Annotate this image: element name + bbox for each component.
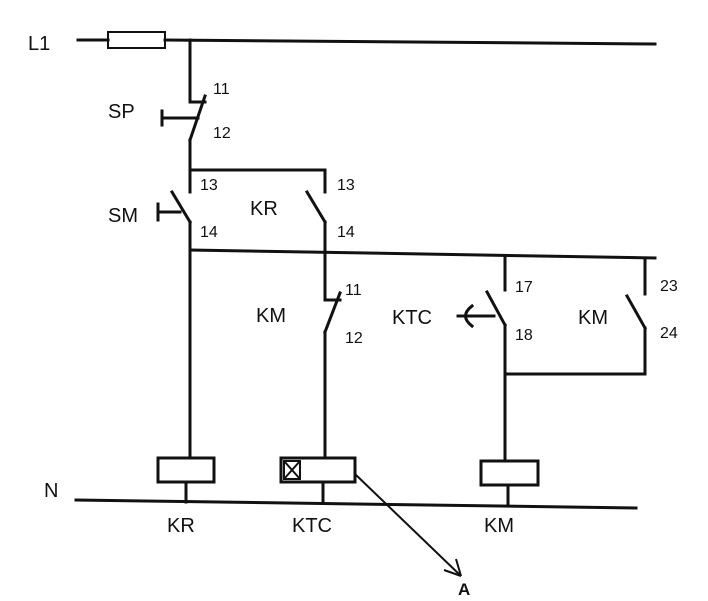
km-nc-terminal-12: 12 [345, 330, 363, 347]
start-pushbutton-sm: SM 13 14 [108, 168, 218, 252]
pointer-arrow: A [354, 473, 470, 599]
timer-indicator-box [283, 460, 301, 480]
coil-kr [156, 456, 216, 504]
ktc-contact-label: KTC [392, 307, 432, 329]
coil-ktc-label: KTC [292, 515, 332, 537]
sm-label: SM [108, 205, 138, 227]
fuse [107, 31, 166, 49]
km-nc-label: KM [256, 305, 286, 327]
sm-terminal-14: 14 [200, 224, 218, 241]
km-no-terminal-23: 23 [660, 278, 678, 295]
kr-contact-label: KR [250, 198, 278, 220]
coil-kr-label: KR [167, 515, 195, 537]
km-nc-contact: KM 11 12 [256, 250, 363, 460]
sm-terminal-13: 13 [200, 177, 218, 194]
kr-terminal-13: 13 [337, 177, 355, 194]
km-nc-terminal-11: 11 [345, 282, 362, 299]
ktc-terminal-18: 18 [515, 327, 533, 344]
ktc-terminal-17: 17 [515, 279, 533, 296]
line-label: L1 [28, 33, 50, 55]
neutral-label: N [44, 480, 58, 502]
supply-line-l1: L1 [28, 31, 657, 55]
lower-bus [188, 248, 657, 260]
coil-km [479, 459, 540, 508]
km-no-contact: KM 23 24 [503, 256, 678, 376]
sp-terminal-11: 11 [213, 81, 230, 98]
neutral-line [74, 498, 638, 510]
kr-terminal-14: 14 [337, 224, 355, 241]
km-no-terminal-24: 24 [660, 325, 678, 342]
coil-km-label: KM [484, 515, 514, 537]
stop-pushbutton-sp: SP 11 12 [108, 38, 231, 172]
pointer-label: A [458, 580, 470, 599]
kr-holding-contact: KR 13 14 [250, 168, 355, 254]
ktc-timed-contact: KTC 17 18 [392, 254, 533, 460]
km-no-label: KM [578, 307, 608, 329]
sp-label: SP [108, 101, 135, 123]
sp-terminal-12: 12 [213, 125, 231, 142]
coil-ktc [279, 456, 357, 504]
